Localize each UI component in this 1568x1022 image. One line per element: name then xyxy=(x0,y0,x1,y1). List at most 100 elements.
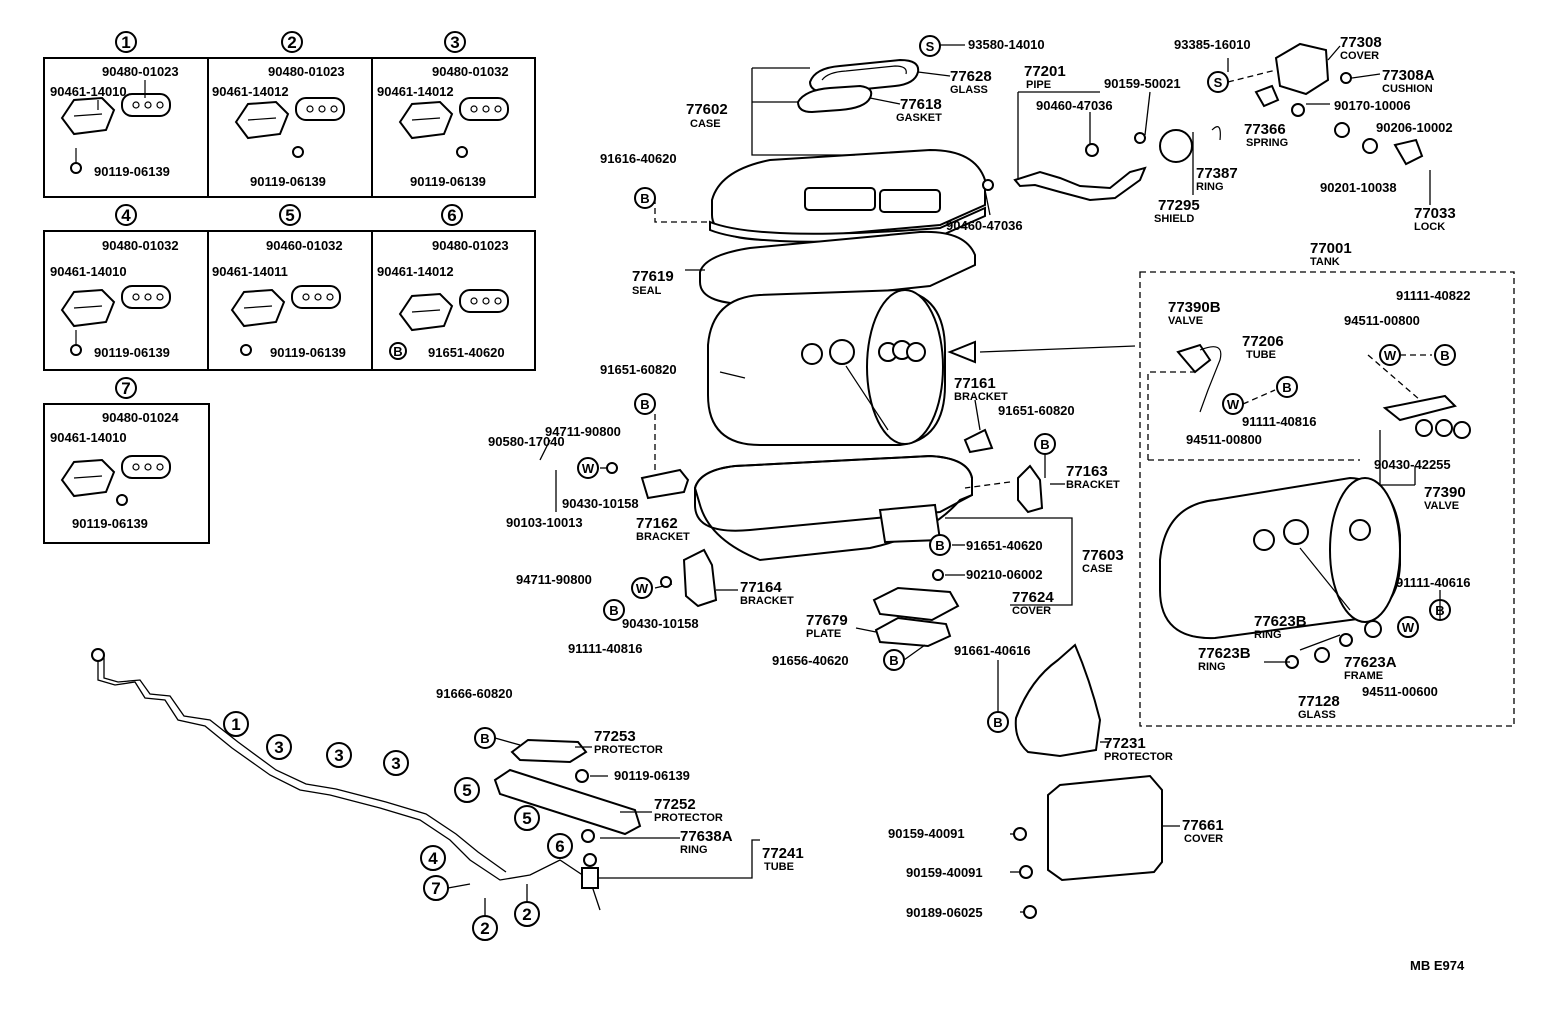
kit-6-b-symbol: B xyxy=(393,344,402,359)
part-77619: 77619 xyxy=(632,268,674,285)
name-77623b2: RING xyxy=(1198,661,1226,673)
kit-6-top-part: 90480-01023 xyxy=(432,238,509,253)
kit-2-bolt-part: 90119-06139 xyxy=(250,174,326,189)
part-77308: 77308 xyxy=(1340,34,1382,51)
part-94511a: 94511-00800 xyxy=(1344,313,1420,328)
kit-3-bolt-part: 90119-06139 xyxy=(410,174,486,189)
name-77308a: CUSHION xyxy=(1382,83,1433,95)
part-90159c: 90159-40091 xyxy=(906,865,983,880)
part-77618: 77618 xyxy=(900,96,942,113)
kit-2-side-part: 90461-14012 xyxy=(212,84,289,99)
w-symbol: W xyxy=(636,581,649,596)
kit-6-bolt-part: 91651-40620 xyxy=(428,345,505,360)
callout-3c: 3 xyxy=(391,754,400,773)
part-93385: 93385-16010 xyxy=(1174,37,1251,52)
part-77033: 77033 xyxy=(1414,205,1456,222)
part-91651a: 91651-60820 xyxy=(998,403,1075,418)
part-91111b: 91111-40816 xyxy=(1242,414,1316,429)
name-77628: GLASS xyxy=(950,84,988,96)
part-94711a: 94711-90800 xyxy=(545,424,621,439)
b-symbol: B xyxy=(935,538,944,553)
s-symbol: S xyxy=(1214,75,1223,90)
kit-7: 7 90480-01024 90461-14010 90119-06139 xyxy=(50,377,179,531)
kit-6: 6 90480-01023 90461-14012 B 91651-40620 xyxy=(377,204,509,360)
name-77623b1: RING xyxy=(1254,629,1282,641)
part-90430c: 90430-10158 xyxy=(622,616,699,631)
tank-illustration xyxy=(707,288,946,446)
kit-4-bolt-part: 90119-06139 xyxy=(94,345,170,360)
part-91111c: 91111-40616 xyxy=(1396,575,1470,590)
kit-5: 5 90460-01032 90461-14011 90119-06139 xyxy=(212,204,346,360)
case-bottom-illustration xyxy=(693,454,973,562)
part-90210: 90210-06002 xyxy=(966,567,1043,582)
name-77164: BRACKET xyxy=(740,595,794,607)
bracket-77163-illustration xyxy=(1017,464,1044,514)
kit-1-side-part: 90461-14010 xyxy=(50,84,127,99)
callout-5b: 5 xyxy=(522,809,531,828)
w-symbol: W xyxy=(582,461,595,476)
w-symbol: W xyxy=(1402,620,1415,635)
part-90103: 90103-10013 xyxy=(506,515,583,530)
kit-5-bolt-part: 90119-06139 xyxy=(270,345,346,360)
b-symbol: B xyxy=(993,715,1002,730)
part-91111d: 91111-40816 xyxy=(568,641,642,656)
part-77163: 77163 xyxy=(1066,463,1108,480)
kit-1-top-part: 90480-01023 xyxy=(102,64,179,79)
part-77206: 77206 xyxy=(1242,333,1284,350)
name-77161: BRACKET xyxy=(954,391,1008,403)
part-77252: 77252 xyxy=(654,796,696,813)
part-77661: 77661 xyxy=(1182,817,1224,834)
b-symbol: B xyxy=(640,397,649,412)
kit-5-top-part: 90460-01032 xyxy=(266,238,343,253)
kit-7-top-part: 90480-01024 xyxy=(102,410,179,425)
part-77679: 77679 xyxy=(806,612,848,629)
kit-6-side-part: 90461-14012 xyxy=(377,264,454,279)
tank-kit-box xyxy=(1139,271,1515,727)
callout-1: 1 xyxy=(231,715,240,734)
kit-7-number: 7 xyxy=(121,379,130,398)
kit-4-top-part: 90480-01032 xyxy=(102,238,179,253)
plate-77679-illustration xyxy=(874,616,952,648)
part-labels: 93580-14010 77628 GLASS 77618 GASKET 776… xyxy=(436,34,1470,920)
ring-77387-illustration xyxy=(1211,126,1221,141)
b-symbol: B xyxy=(889,653,898,668)
part-91111a: 91111-40822 xyxy=(1396,288,1470,303)
part-90430b: 90430-10158 xyxy=(562,496,639,511)
b-symbol: B xyxy=(609,603,618,618)
part-77001: 77001 xyxy=(1310,240,1352,257)
bracket-77164-illustration xyxy=(682,548,718,608)
part-90430a: 90430-42255 xyxy=(1374,457,1451,472)
part-77164: 77164 xyxy=(740,579,782,596)
kit-4: 4 90480-01032 90461-14010 90119-06139 xyxy=(50,204,179,360)
callout-2b: 2 xyxy=(522,905,531,924)
part-91656: 91656-40620 xyxy=(772,653,849,668)
name-77602: CASE xyxy=(690,118,721,130)
name-77618: GASKET xyxy=(896,112,942,124)
part-77295: 77295 xyxy=(1158,197,1200,214)
pipe-77201-illustration xyxy=(1013,166,1147,202)
name-77679: PLATE xyxy=(806,628,841,640)
part-90170: 90170-10006 xyxy=(1334,98,1411,113)
kit-3: 3 90480-01032 90461-14012 90119-06139 xyxy=(377,31,509,189)
name-77603: CASE xyxy=(1082,563,1113,575)
cover-77661-illustration xyxy=(1047,774,1163,882)
name-77308: COVER xyxy=(1340,50,1379,62)
name-77231: PROTECTOR xyxy=(1104,751,1173,763)
bracket-77161-illustration xyxy=(963,428,994,454)
kit-tank-illustration xyxy=(1159,476,1401,640)
spring-77366-illustration xyxy=(1254,84,1280,108)
part-93580: 93580-14010 xyxy=(968,37,1045,52)
part-90201: 90201-10038 xyxy=(1320,180,1397,195)
part-77162: 77162 xyxy=(636,515,678,532)
name-77241: TUBE xyxy=(764,861,794,873)
line-callouts: 1 3 3 3 5 5 6 4 7 2 2 xyxy=(223,711,573,941)
part-77231: 77231 xyxy=(1104,735,1146,752)
name-77252: PROTECTOR xyxy=(654,812,723,824)
fuel-line xyxy=(97,655,601,911)
seal-illustration xyxy=(699,230,976,306)
name-77623a: FRAME xyxy=(1344,670,1383,682)
b-symbol: B xyxy=(1040,437,1049,452)
case-top-illustration xyxy=(709,148,986,243)
protector-77231-illustration xyxy=(1014,643,1102,758)
